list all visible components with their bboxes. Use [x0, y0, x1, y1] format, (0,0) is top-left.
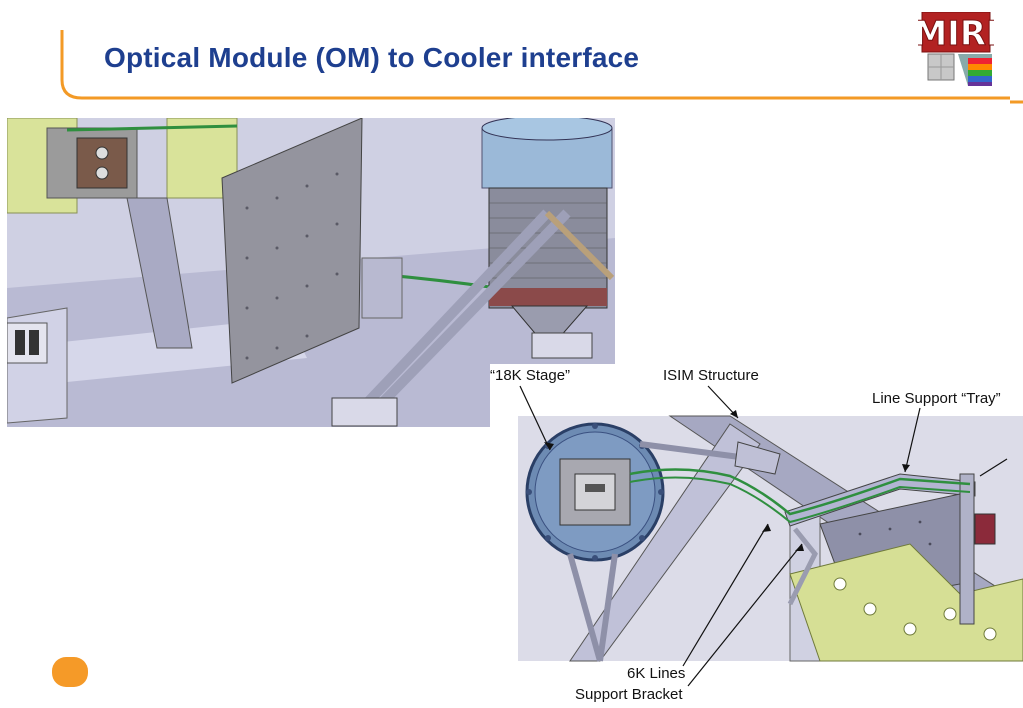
cad-render-bottom — [490, 364, 1023, 708]
label-line-support-tray: Line Support “Tray” — [872, 390, 1001, 407]
label-isim-structure: ISIM Structure — [663, 367, 759, 384]
label-support-bracket: Support Bracket — [575, 686, 683, 703]
page-title: Optical Module (OM) to Cooler interface — [104, 42, 640, 73]
title-frame-decoration — [60, 30, 1023, 104]
label-18k-stage: “18K Stage” — [490, 367, 571, 384]
slide-marker — [52, 657, 88, 687]
label-6k-lines: 6K Lines — [627, 665, 686, 682]
cad-render-top — [7, 118, 615, 427]
miri-logo-icon: MIRI — [918, 12, 994, 86]
logo-text: MIRI — [918, 14, 994, 54]
